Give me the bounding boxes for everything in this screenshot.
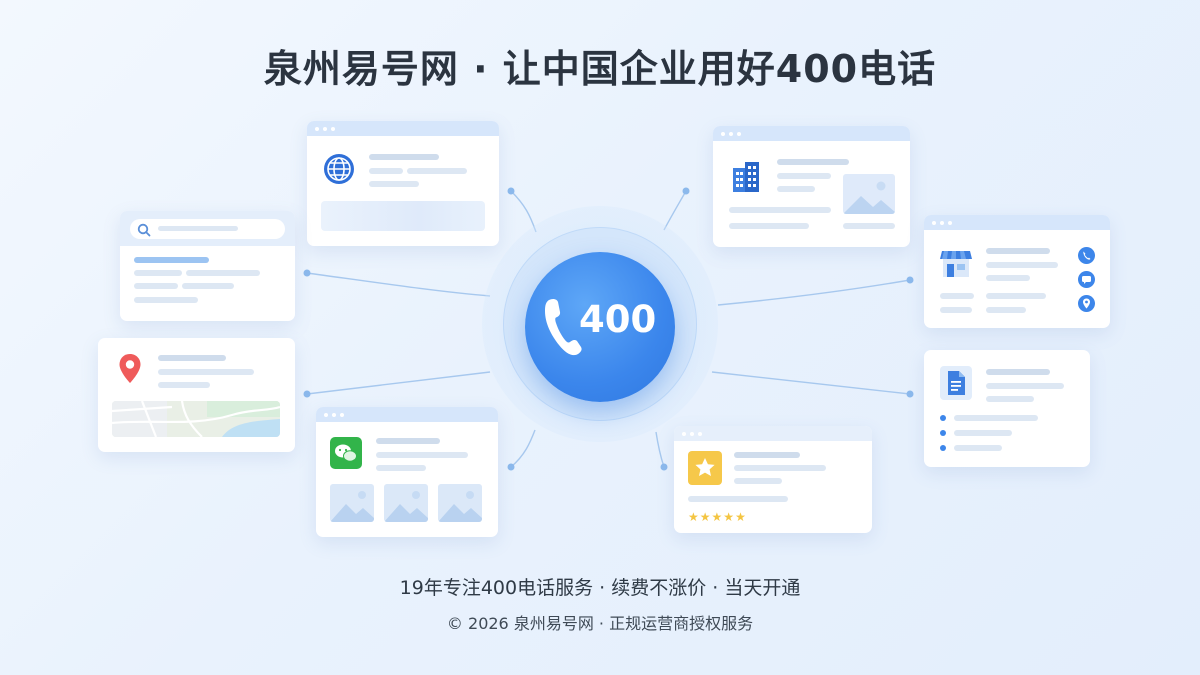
window-bar: [307, 121, 499, 136]
document-icon: [940, 366, 972, 404]
image-strip: [321, 201, 485, 231]
image-thumbnail: [438, 484, 482, 522]
storefront-icon: [940, 247, 972, 283]
map-card: [98, 338, 295, 452]
rating-star-icon: ★: [723, 510, 735, 524]
image-thumbnail: [384, 484, 428, 522]
chat-icon: [1078, 271, 1095, 292]
building-icon: [731, 160, 761, 196]
location-pin-icon: [118, 353, 142, 389]
image-thumbnail: [843, 174, 895, 214]
window-bar: [316, 407, 498, 422]
globe-icon: [323, 153, 355, 189]
window-bar: [674, 426, 872, 441]
rating-star-icon: ★: [711, 510, 723, 524]
center-400-badge: 400: [525, 252, 675, 402]
rating-star-icon: ★: [735, 510, 746, 524]
store-card: [924, 215, 1110, 328]
company-card: [713, 126, 910, 247]
phone-handset-icon: [545, 298, 582, 356]
wechat-card: [316, 407, 498, 537]
window-bar: [713, 126, 910, 141]
website-card: [307, 121, 499, 246]
wechat-icon: [330, 437, 362, 473]
search-icon: [137, 222, 151, 241]
location-icon: [1078, 295, 1095, 316]
star-icon: [688, 451, 722, 489]
footer-copyright: © 2026 泉州易号网 · 正规运营商授权服务: [446, 614, 754, 633]
search-card: [120, 211, 295, 321]
rating-star-icon: ★: [688, 510, 699, 524]
map-thumbnail: [112, 401, 280, 437]
window-bar: [924, 215, 1110, 230]
document-card: [924, 350, 1090, 467]
review-card: ★★★★★: [674, 426, 872, 533]
phone-icon: [1078, 247, 1095, 268]
star-rating: ★★★★★: [688, 506, 747, 525]
center-number: 400: [579, 298, 657, 341]
tagline: 19年专注400电话服务 · 续费不涨价 · 当天开通: [399, 577, 801, 599]
rating-star-icon: ★: [699, 510, 711, 524]
page-title: 泉州易号网 · 让中国企业用好400电话: [263, 47, 937, 91]
image-thumbnail: [330, 484, 374, 522]
